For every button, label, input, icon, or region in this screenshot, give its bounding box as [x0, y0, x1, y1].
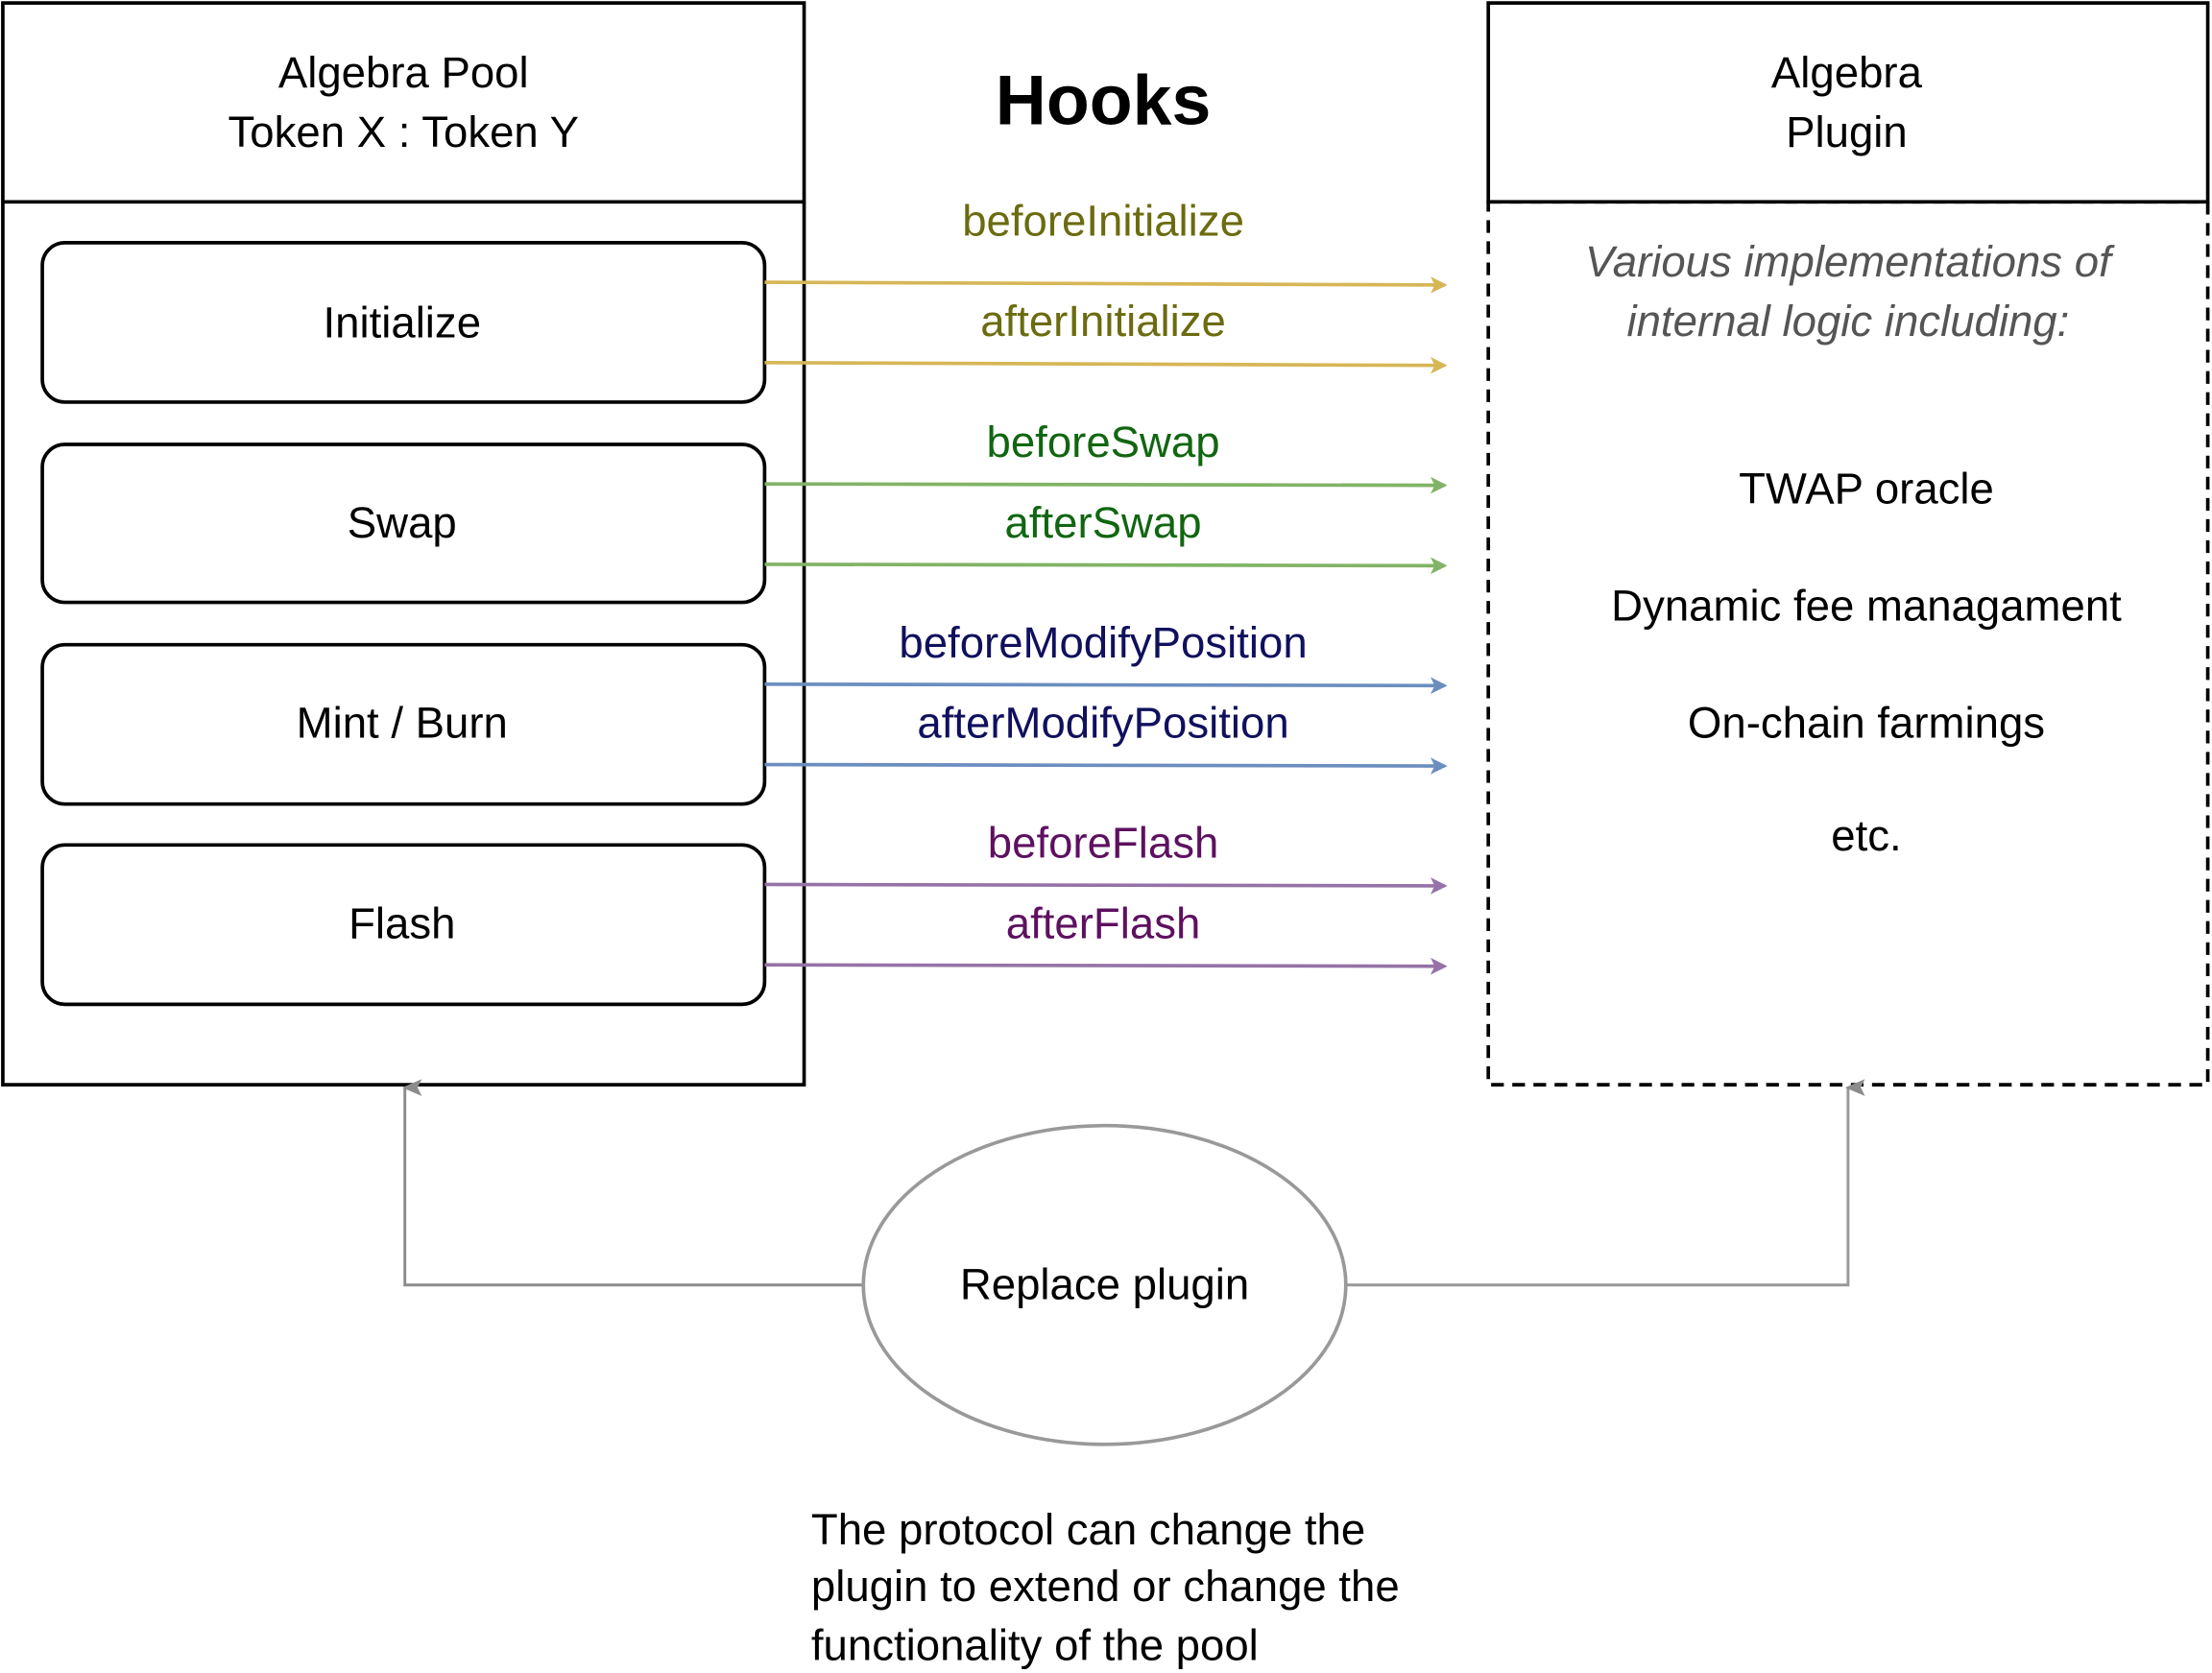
- hook-arrow-after-initialize: [764, 356, 1448, 374]
- algebra-plugin-container: Algebra Plugin Various implementations o…: [1486, 1, 2210, 1087]
- replace-plugin-node: Replace plugin: [861, 1123, 1348, 1446]
- operation-swap: Swap: [40, 442, 767, 605]
- replace-plugin-ellipse: [861, 1123, 1348, 1446]
- hook-label-after-flash: afterFlash: [1006, 898, 1201, 947]
- plugin-title-line2: Plugin: [1786, 108, 1908, 156]
- hook-arrow-before-swap: [764, 476, 1448, 494]
- replace-plugin-connectors: [401, 1079, 1865, 1287]
- plugin-item-etc: etc.: [1831, 811, 1901, 860]
- connector-to-pool: [401, 1079, 864, 1287]
- operation-box: [40, 241, 767, 404]
- operation-box: [40, 642, 767, 806]
- algebra-pool-container: Algebra Pool Token X : Token Y Initializ…: [1, 1, 806, 1087]
- hook-label-before-flash: beforeFlash: [988, 819, 1219, 868]
- operation-flash: Flash: [40, 843, 767, 1007]
- plugin-title-line1: Algebra: [1771, 48, 1923, 97]
- note-line-1: The protocol can change the: [811, 1505, 1365, 1554]
- operation-box: [40, 442, 767, 605]
- plugin-header-box: [1486, 1, 2210, 204]
- hook-arrow-before-modify-position: [764, 677, 1448, 695]
- hook-arrows: [764, 276, 1448, 975]
- plugin-item-twap-oracle: TWAP oracle: [1739, 465, 1994, 514]
- hooks-title: Hooks: [996, 60, 1211, 139]
- connector-to-plugin: [1345, 1079, 1865, 1287]
- plugin-description-line1: Various implementations of: [1585, 237, 2115, 286]
- hook-label-after-modify-position: afterModifyPosition: [917, 699, 1288, 748]
- plugin-description-line2: internal logic including:: [1626, 297, 2069, 346]
- operation-initialize: Initialize: [40, 241, 767, 404]
- protocol-note: The protocol can change the plugin to ex…: [811, 1505, 1400, 1669]
- hook-label-after-initialize: afterInitialize: [980, 297, 1226, 346]
- hook-label-before-swap: beforeSwap: [987, 418, 1220, 466]
- operation-label: Initialize: [323, 298, 481, 347]
- note-line-2: plugin to extend or change the: [811, 1562, 1400, 1611]
- note-line-3: functionality of the pool: [811, 1621, 1259, 1670]
- pool-title-line2: Token X : Token Y: [228, 108, 579, 156]
- operation-label: Flash: [349, 898, 455, 947]
- operation-box: [40, 843, 767, 1007]
- hook-arrow-before-flash: [764, 877, 1448, 895]
- pool-title-line1: Algebra Pool: [278, 48, 529, 97]
- hook-arrow-after-flash: [764, 957, 1448, 975]
- operation-label: Swap: [348, 498, 457, 547]
- plugin-item-onchain-farmings: On-chain farmings: [1688, 699, 2045, 748]
- hook-arrow-after-modify-position: [764, 757, 1448, 775]
- replace-plugin-label: Replace plugin: [960, 1259, 1249, 1308]
- hook-labels: beforeInitialize afterInitialize beforeS…: [899, 197, 1307, 948]
- hook-arrow-after-swap: [764, 557, 1448, 575]
- plugin-item-dynamic-fee: Dynamic fee managament: [1611, 582, 2122, 631]
- hook-arrow-before-initialize: [764, 276, 1448, 294]
- hook-label-before-modify-position: beforeModifyPosition: [899, 618, 1307, 667]
- hook-label-before-initialize: beforeInitialize: [962, 197, 1244, 246]
- operation-label: Mint / Burn: [297, 699, 508, 748]
- hook-label-after-swap: afterSwap: [1005, 498, 1202, 547]
- operation-mint-burn: Mint / Burn: [40, 642, 767, 806]
